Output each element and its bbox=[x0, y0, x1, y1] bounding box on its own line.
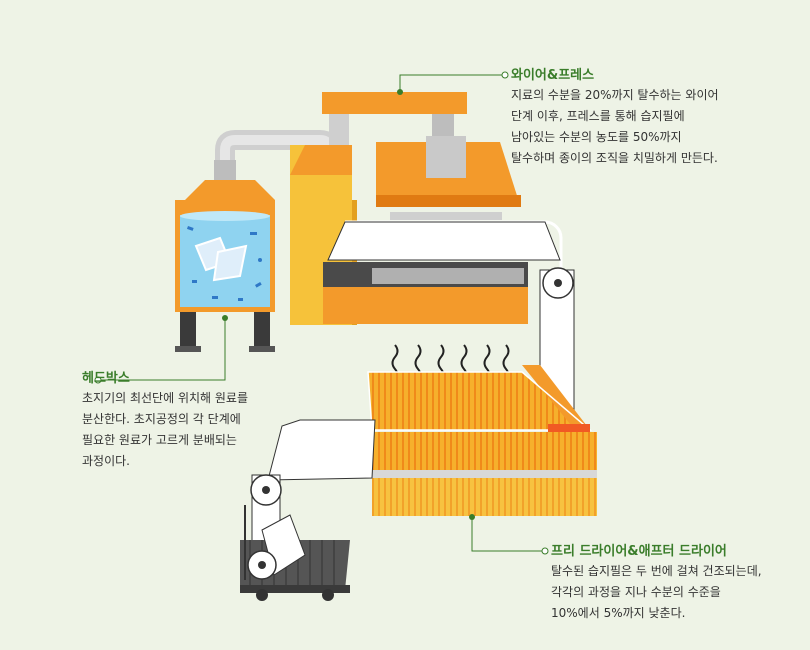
callout-dryer: 프리 드라이어&애프터 드라이어 탈수된 습지필은 두 번에 걸쳐 건조되는데,… bbox=[551, 543, 806, 624]
callout-wire-press: 와이어&프레스 지료의 수분을 20%까지 탈수하는 와이어 단계 이후, 프레… bbox=[511, 67, 801, 169]
leader-wire-press bbox=[397, 72, 508, 95]
callout-headbox-body: 초지기의 최선단에 위치해 원료를 분산한다. 초지공정의 각 단계에 필요한 … bbox=[82, 388, 282, 472]
callout-wire-press-body: 지료의 수분을 20%까지 탈수하는 와이어 단계 이후, 프레스를 통해 습지… bbox=[511, 85, 801, 169]
leader-dryer bbox=[469, 514, 548, 554]
callout-dryer-title: 프리 드라이어&애프터 드라이어 bbox=[551, 543, 806, 561]
callout-dryer-body: 탈수된 습지필은 두 번에 걸쳐 건조되는데, 각각의 과정을 지나 수분의 수… bbox=[551, 561, 806, 624]
callout-headbox-title: 헤드박스 bbox=[82, 370, 282, 388]
callout-wire-press-title: 와이어&프레스 bbox=[511, 67, 801, 85]
callout-headbox: 헤드박스 초지기의 최선단에 위치해 원료를 분산한다. 초지공정의 각 단계에… bbox=[82, 370, 282, 472]
